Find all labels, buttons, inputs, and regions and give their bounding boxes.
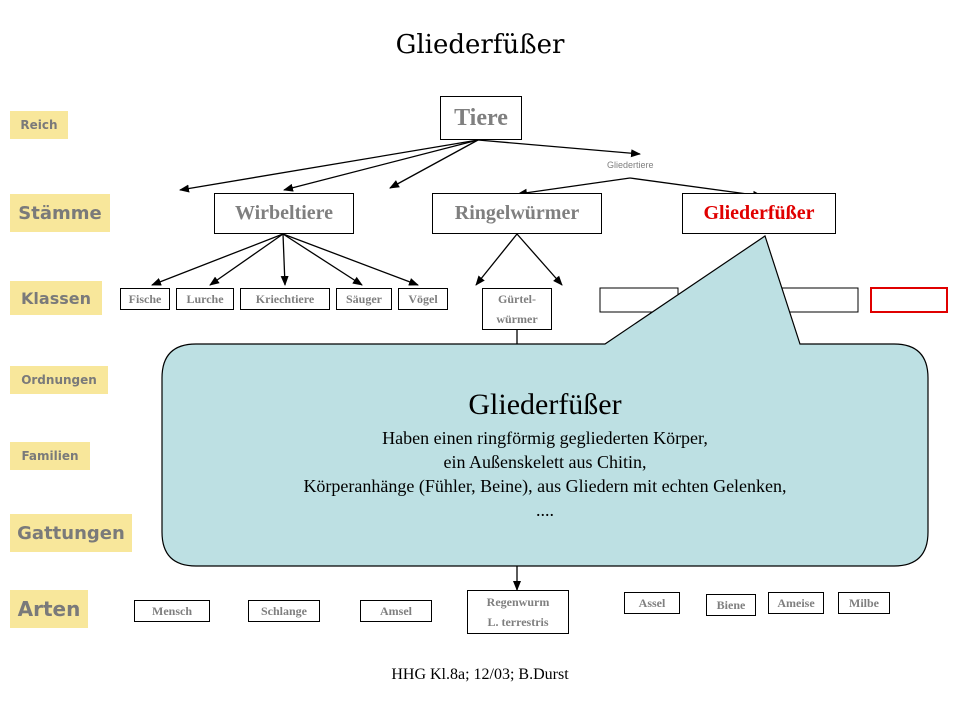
node-regenwurm: Regenwurm L. terrestris [467,590,569,634]
rank-gattungen: Gattungen [10,514,132,552]
rank-reich: Reich [10,111,68,139]
callout-line-4: .... [536,500,554,520]
guertelwuermer-line1: Gürtel- [498,292,536,306]
rank-klassen: Klassen [10,281,102,315]
edge-tiere-wirbeltiere [179,139,479,193]
callout-line-3: Körperanhänge (Fühler, Beine), aus Glied… [303,476,787,496]
edge-tiere-gliedertiere [477,139,641,158]
edge-wirbeltiere-lurche [209,233,284,286]
edge-label-gliedertiere: Gliedertiere [607,160,654,170]
callout-line-2: ein Außenskelett aus Chitin, [443,452,647,472]
node-schlange: Schlange [248,600,320,622]
guertelwuermer-line2: würmer [496,312,538,326]
node-assel: Assel [624,592,680,614]
node-saeuger: Säuger [336,288,392,310]
edge-tiere-wirbeltiere-3 [389,139,479,189]
edge-tiere-wirbeltiere-2 [283,139,479,192]
node-milbe: Milbe [838,592,890,614]
callout-balloon [161,235,929,567]
regenwurm-line2: L. terrestris [487,615,549,629]
class-box-highlight [870,287,948,313]
node-lurche: Lurche [176,288,234,310]
node-guertelwuermer: Gürtel- würmer [482,288,552,330]
edge-ringelwuermer-guertelwuermer [475,233,518,286]
node-biene: Biene [706,594,756,616]
class-box-empty-2 [779,287,859,313]
node-ameise: Ameise [768,592,824,614]
node-mensch: Mensch [134,600,210,622]
node-fische: Fische [120,288,170,310]
rank-arten: Arten [10,590,88,628]
page-title: Gliederfüßer [395,30,565,60]
callout-line-1: Haben einen ringförmig gegliederten Körp… [382,428,708,448]
regenwurm-line1: Regenwurm [486,595,550,609]
edge-wirbeltiere-fische [151,233,284,286]
rank-familien: Familien [10,442,90,470]
edge-wirbeltiere-voegel [282,233,419,286]
edge-wirbeltiere-saeuger [282,233,363,286]
node-gliederfuesser: Gliederfüßer [682,193,836,234]
edge-wirbeltiere-kriechtiere [280,233,289,286]
node-tiere: Tiere [440,96,522,140]
callout-heading: Gliederfüßer [468,388,622,421]
callout-text: Gliederfüßer Haben einen ringförmig gegl… [170,388,920,522]
rank-ordnungen: Ordnungen [10,366,108,394]
node-kriechtiere: Kriechtiere [240,288,330,310]
node-voegel: Vögel [398,288,448,310]
node-ringelwuermer: Ringelwürmer [432,193,602,234]
edge-ringelwuermer-right [516,233,563,286]
rank-staemme: Stämme [10,194,110,232]
node-amsel: Amsel [360,600,432,622]
edge-gliedertiere-ringelwuermer [517,177,631,197]
footer-credit: HHG Kl.8a; 12/03; B.Durst [391,666,569,683]
node-wirbeltiere: Wirbeltiere [214,193,354,234]
